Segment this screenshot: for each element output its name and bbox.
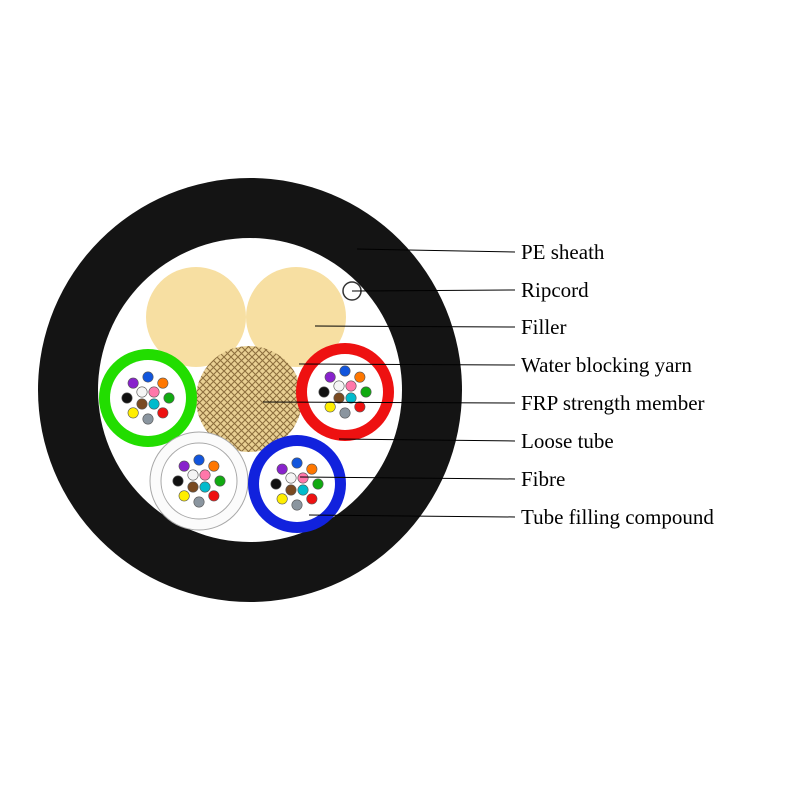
fibre-dot xyxy=(306,493,318,505)
fibre-dot xyxy=(339,407,351,419)
leader-line xyxy=(308,514,516,518)
fibre-dot xyxy=(157,377,169,389)
leader-line xyxy=(299,476,516,480)
fibre-dot xyxy=(193,496,205,508)
leader-line xyxy=(298,363,516,366)
fibre-dot xyxy=(214,475,226,487)
fibre-dot xyxy=(148,398,160,410)
fibre-dot xyxy=(354,371,366,383)
fibre-dot xyxy=(306,463,318,475)
fibre-dot xyxy=(318,386,330,398)
leader-line xyxy=(314,325,516,328)
fibre-dot xyxy=(285,484,297,496)
fibre-dot xyxy=(163,392,175,404)
label-tube-filling-compound: Tube filling compound xyxy=(521,505,714,529)
fibre-dot xyxy=(291,499,303,511)
leader-line xyxy=(262,401,516,404)
tube-filling-compound-area xyxy=(110,360,186,436)
fibre-dot xyxy=(199,469,211,481)
fibre-dot xyxy=(333,392,345,404)
fibre-dot xyxy=(157,407,169,419)
fibre-dot xyxy=(270,478,282,490)
loose-tube-group xyxy=(296,343,394,441)
fibre-dot xyxy=(127,407,139,419)
fibre-dot xyxy=(333,380,345,392)
label-ripcord: Ripcord xyxy=(521,278,589,302)
fibre-dot xyxy=(324,371,336,383)
fibre-dot xyxy=(324,401,336,413)
frp-strength-member-circle xyxy=(196,346,302,452)
fibre-dot xyxy=(297,484,309,496)
fibre-dot xyxy=(345,380,357,392)
fibre-dot xyxy=(121,392,133,404)
fibre-dot xyxy=(339,365,351,377)
tube-filling-compound-area xyxy=(160,442,238,520)
tube-filling-compound-area xyxy=(259,446,335,522)
fibre-dot xyxy=(199,481,211,493)
fibre-dot xyxy=(178,460,190,472)
fibre-dot xyxy=(178,490,190,502)
fibre-dot xyxy=(172,475,184,487)
fibre-dot xyxy=(136,398,148,410)
fibre-dot xyxy=(312,478,324,490)
fibre-dot xyxy=(360,386,372,398)
label-fibre: Fibre xyxy=(521,467,566,491)
fibre-dot xyxy=(354,401,366,413)
loose-tube-group xyxy=(99,349,197,447)
fibre-dot xyxy=(345,392,357,404)
fibre-dot xyxy=(127,377,139,389)
fibre-dot xyxy=(187,469,199,481)
fibre-dot xyxy=(148,386,160,398)
filler-circle xyxy=(246,267,346,367)
fibre-dot xyxy=(208,490,220,502)
fibre-dot xyxy=(208,460,220,472)
label-water-blocking-yarn: Water blocking yarn xyxy=(521,353,692,377)
label-pe-sheath: PE sheath xyxy=(521,240,605,264)
leader-line xyxy=(351,289,516,292)
fibre-dot xyxy=(136,386,148,398)
fibre-dot xyxy=(297,472,309,484)
fibre-dot xyxy=(285,472,297,484)
fibre-dot xyxy=(291,457,303,469)
label-filler: Filler xyxy=(521,315,567,339)
fibre-dot xyxy=(142,371,154,383)
fibre-dot xyxy=(193,454,205,466)
filler-circle xyxy=(146,267,246,367)
leader-line xyxy=(356,248,516,253)
loose-tube-group xyxy=(248,435,346,533)
leader-line xyxy=(338,438,516,442)
loose-tube-group xyxy=(149,431,249,531)
label-frp-strength-member: FRP strength member xyxy=(521,391,705,415)
tube-filling-compound-area xyxy=(307,354,383,430)
fibre-dot xyxy=(276,493,288,505)
fibre-dot xyxy=(276,463,288,475)
fibre-dot xyxy=(187,481,199,493)
label-loose-tube: Loose tube xyxy=(521,429,614,453)
fibre-dot xyxy=(142,413,154,425)
